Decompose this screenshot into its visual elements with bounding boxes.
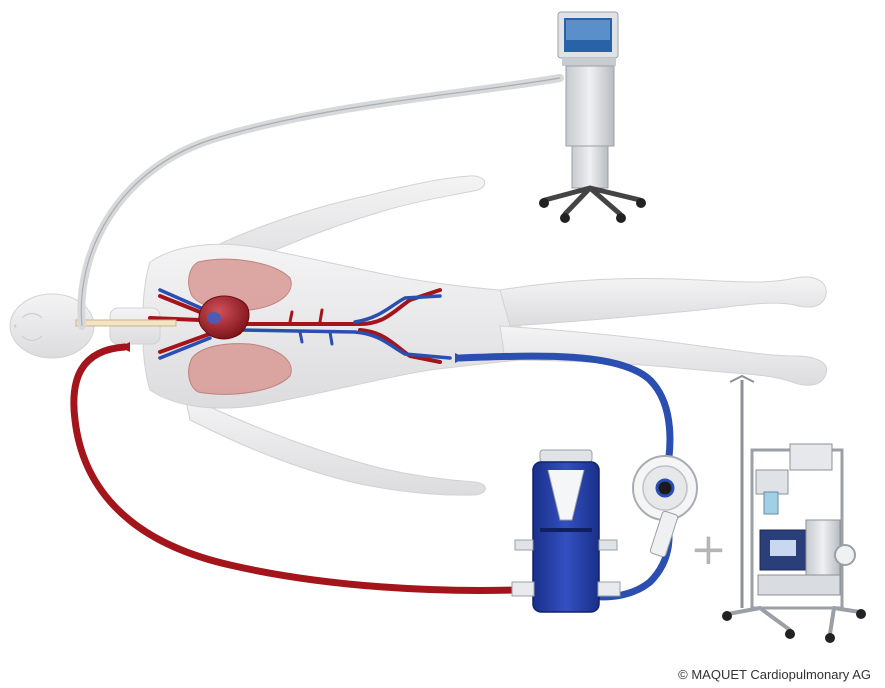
oxygenator-icon — [512, 450, 620, 612]
tracheal-tube — [76, 320, 176, 326]
copyright-credit: © MAQUET Cardiopulmonary AG — [678, 667, 871, 682]
heart-lung-machine-icon — [722, 376, 866, 643]
plus-sign: + — [690, 528, 727, 572]
ventilator-icon — [539, 12, 646, 223]
pump-head-icon — [633, 456, 697, 557]
patient-body — [10, 176, 827, 495]
heart-icon — [199, 296, 249, 339]
